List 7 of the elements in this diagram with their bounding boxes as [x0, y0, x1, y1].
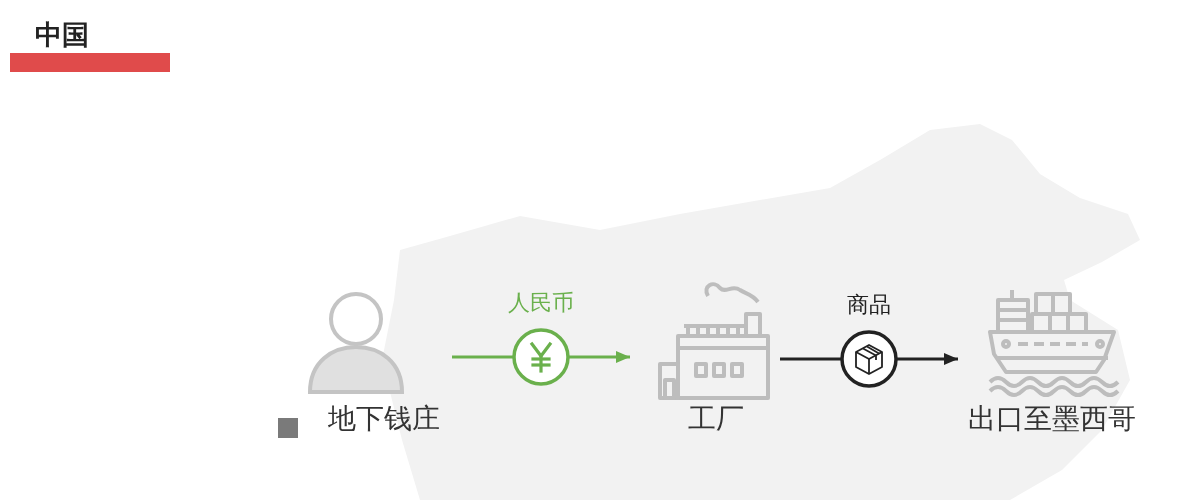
node-label: 地下钱庄 — [328, 402, 440, 436]
edge-label: 商品 — [847, 292, 891, 319]
arrow — [780, 353, 958, 365]
node-label: 出口至墨西哥 — [968, 402, 1136, 436]
node-label: 工厂 — [688, 402, 744, 436]
title: 中国 — [35, 18, 89, 52]
edge-label: 人民币 — [508, 290, 574, 317]
